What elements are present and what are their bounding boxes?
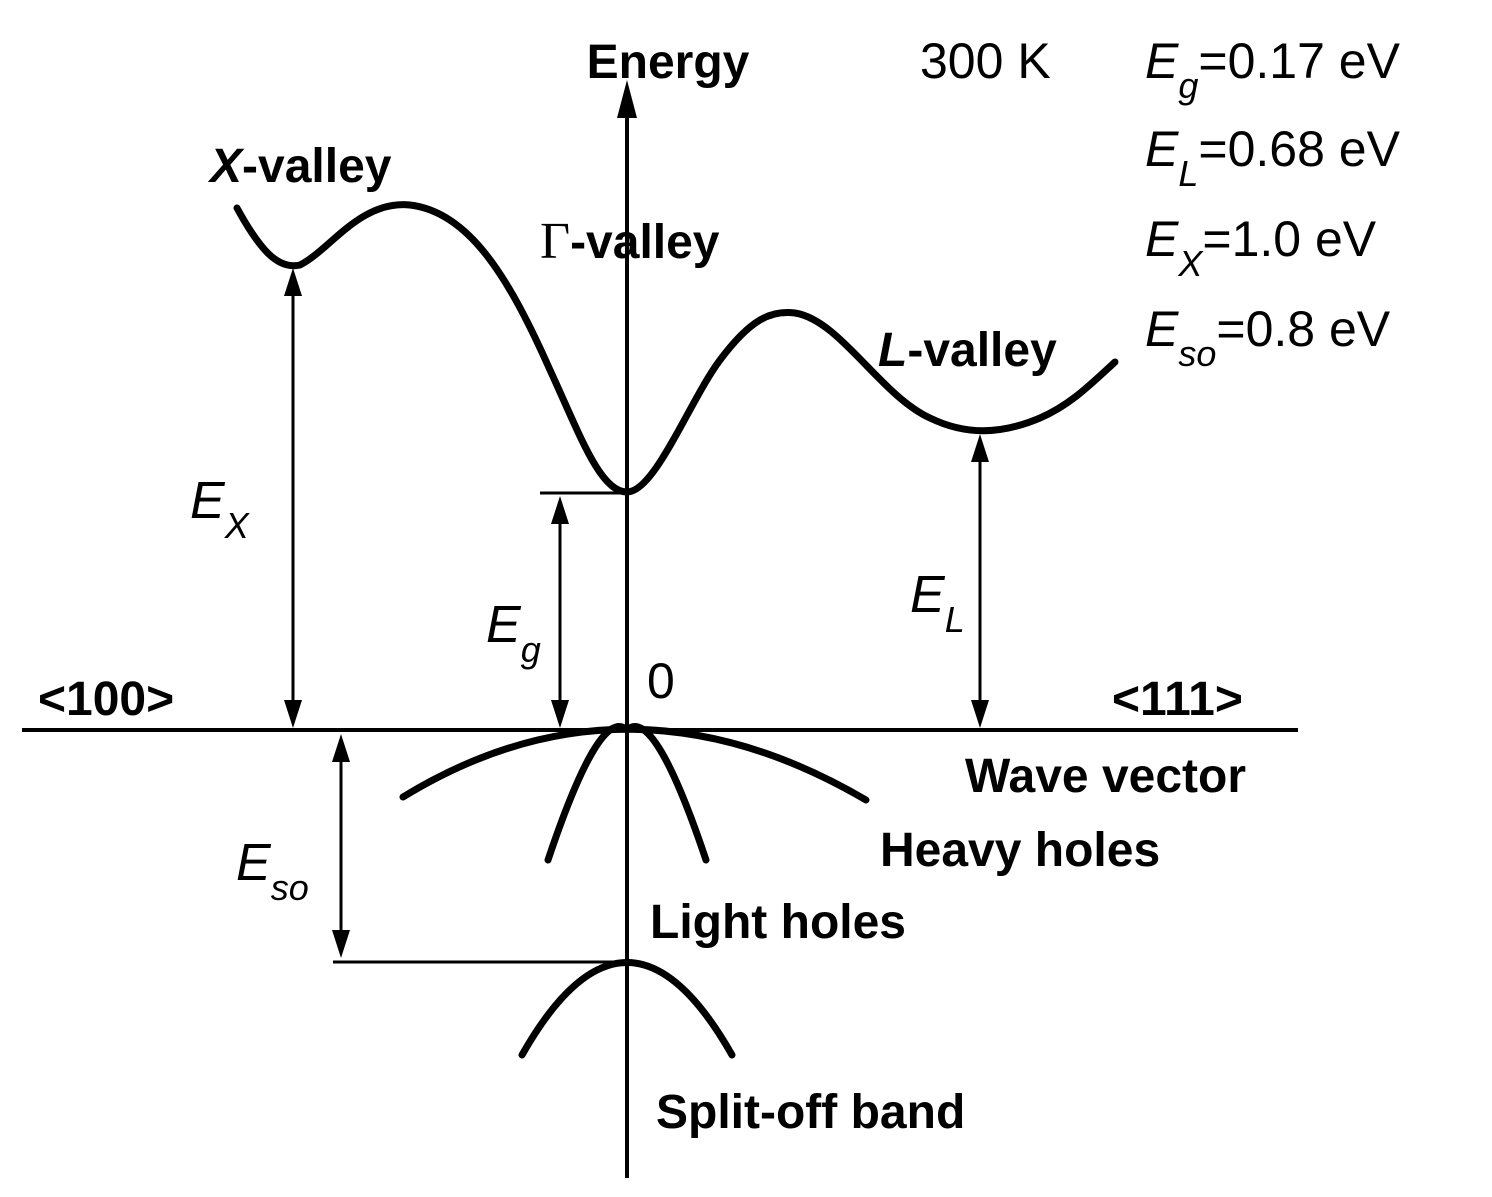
light-holes-label: Light holes [650,896,906,949]
light-holes-curve [544,723,710,864]
ex-label: EX [190,472,251,546]
heavy-holes-curve [399,725,870,804]
x-valley-suffix: -valley [242,140,392,193]
split-off-band-label: Split-off band [656,1086,965,1139]
energy-label: Energy [587,36,750,89]
l-valley-symbol: L [878,324,907,377]
conduction-band-curve [233,201,1119,496]
energy-axis-arrowhead [617,80,637,118]
el-double-arrow [971,434,989,728]
param-eso: Eso=0.8 eV [1145,301,1391,374]
ex-double-arrow [284,268,302,728]
direction-100-label: <100> [38,673,174,726]
gamma-valley-suffix: -valley [570,216,720,269]
l-valley-label: L-valley [878,324,1057,377]
param-eg: Eg=0.17 eV [1145,33,1401,106]
x-valley-label: X-valley [207,140,392,193]
eg-double-arrow [551,496,569,728]
direction-111-label: <111> [1112,673,1243,726]
gamma-valley-symbol: Γ [540,213,570,270]
l-valley-suffix: -valley [907,324,1057,377]
heavy-holes-label: Heavy holes [880,824,1160,877]
wave-vector-label: Wave vector [965,750,1246,803]
eso-double-arrow [332,734,350,958]
el-label: EL [910,566,965,640]
eg-label: Eg [486,596,541,670]
x-valley-symbol: X [207,140,245,193]
origin-label: 0 [647,653,675,709]
temperature-label: 300 K [920,33,1051,89]
gamma-valley-label: Γ-valley [540,213,720,270]
eso-label: Eso [236,834,309,908]
param-el: EL=0.68 eV [1145,121,1401,194]
param-ex: EX=1.0 eV [1145,211,1377,284]
